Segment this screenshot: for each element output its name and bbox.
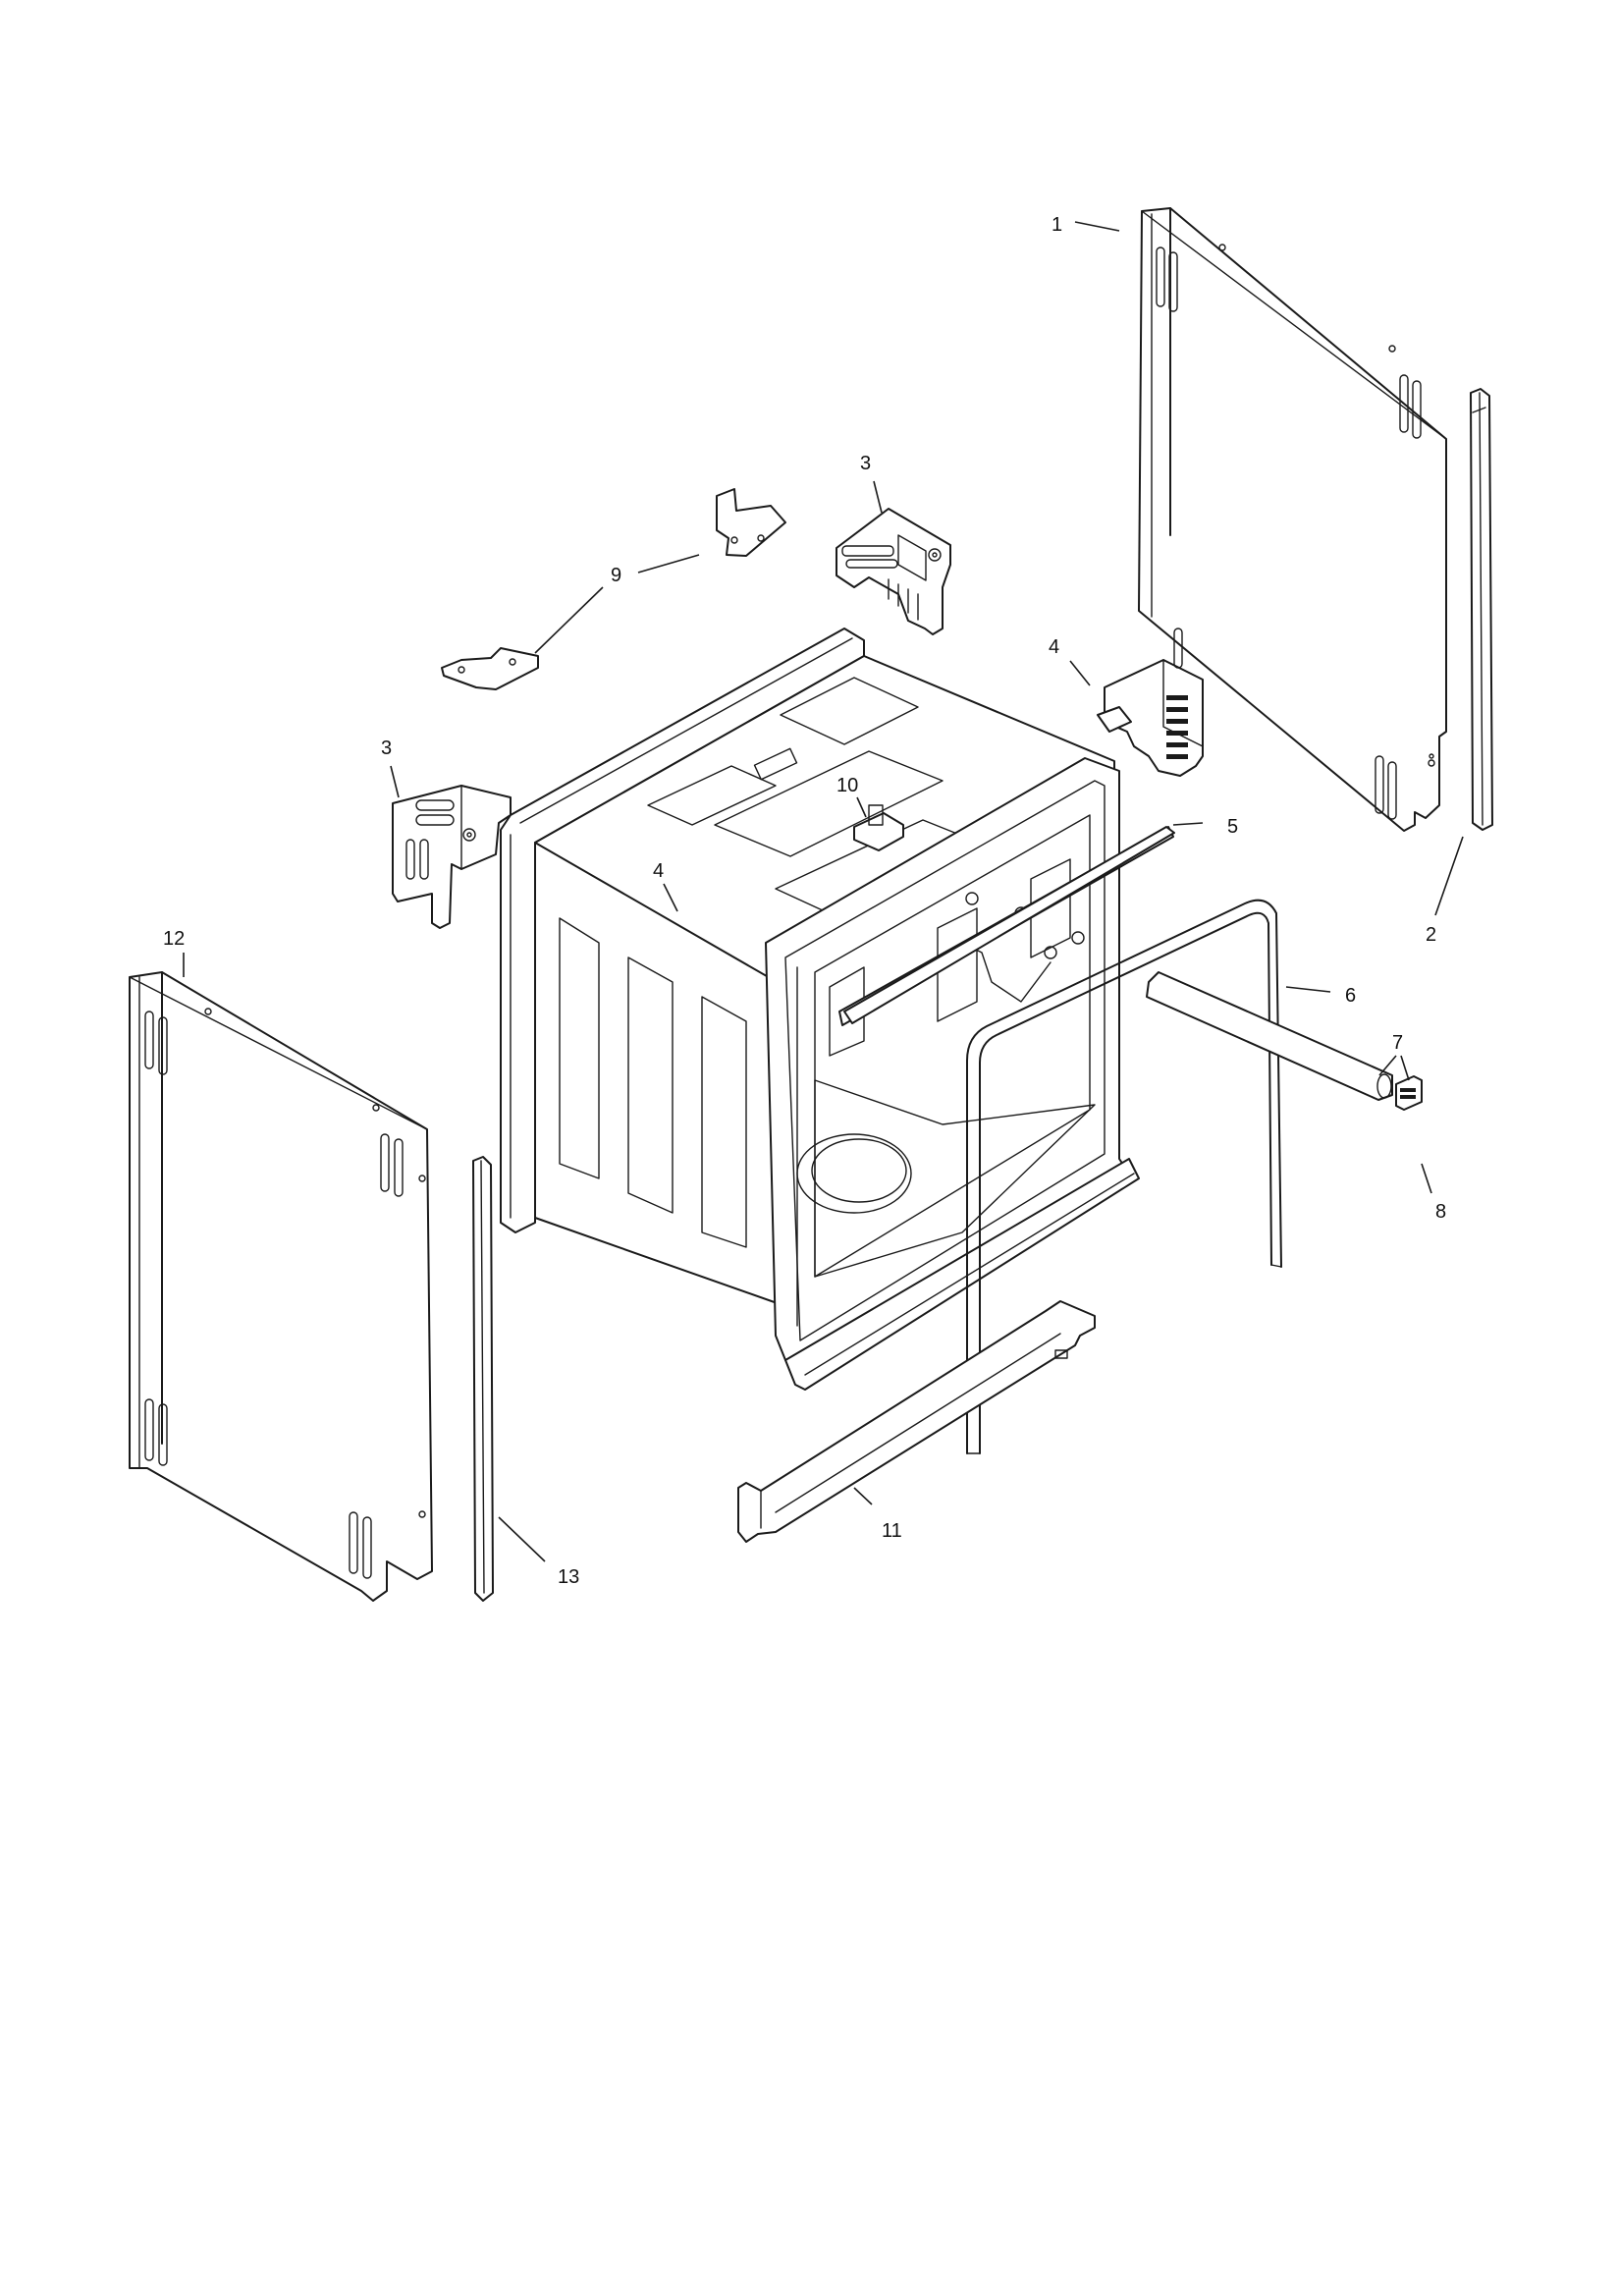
dishwasher-tub: [500, 628, 1174, 1391]
callout-2: 2: [1426, 924, 1436, 946]
callout-1: 1: [1052, 214, 1062, 236]
callout-6: 6: [1345, 985, 1356, 1007]
callout-5: 5: [1227, 816, 1238, 838]
callout-4-left: 4: [653, 860, 664, 882]
callout-10: 10: [836, 775, 858, 796]
part-3-hinge-bracket-top: [836, 508, 951, 635]
part-11-bottom-rail: [737, 1300, 1096, 1543]
part-12-left-side-panel: [129, 971, 433, 1602]
callout-9: 9: [611, 565, 621, 586]
part-3-hinge-bracket-left: [392, 785, 512, 929]
callout-13: 13: [558, 1566, 579, 1588]
callout-11: 11: [882, 1520, 902, 1542]
callout-labels: 1 2 3 3 4 4 5 6 7 8 9 10 11 12 13: [163, 214, 1446, 1588]
part-2-trim-strip-right: [1470, 388, 1493, 831]
part-4-vent-housing-right: [1097, 628, 1204, 777]
callout-8: 8: [1435, 1201, 1446, 1223]
callout-7: 7: [1392, 1032, 1403, 1054]
part-13-trim-strip-left: [472, 1156, 494, 1602]
part-10-latch: [853, 804, 904, 851]
callout-4-right: 4: [1049, 636, 1059, 658]
part-6-door-gasket: [966, 899, 1282, 1454]
part-5-front-rail: [843, 826, 1175, 1024]
part-9-flat-bracket-upper: [716, 488, 786, 557]
callout-12: 12: [163, 928, 185, 950]
callout-3-left: 3: [381, 738, 392, 759]
callout-3-top: 3: [860, 453, 871, 474]
part-9-flat-bracket-lower: [441, 647, 539, 690]
part-8-end-cap: [1395, 1075, 1423, 1111]
part-1-right-side-panel: [1138, 207, 1447, 832]
leader-lines: [183, 221, 1464, 1562]
part-7-tube: [1146, 971, 1393, 1101]
